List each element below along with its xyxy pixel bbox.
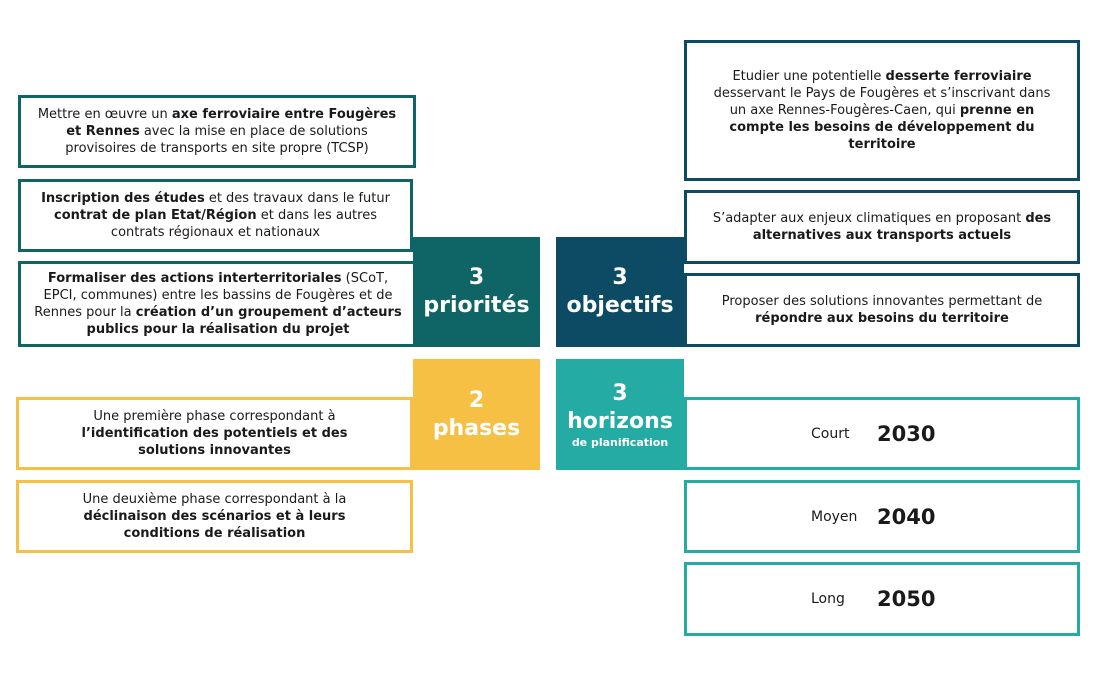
tile-horizons: 3 horizons de planification [556, 359, 684, 470]
tile-horizons-number: 3 [612, 381, 628, 406]
horizon-label: Court [811, 425, 850, 442]
horizon-year: 2050 [877, 587, 936, 611]
tile-phases: 2 phases [413, 359, 540, 470]
horizon-year: 2040 [877, 504, 936, 529]
objectif-text-2: S’adapter aux enjeux climatiques en prop… [712, 211, 1052, 243]
tile-priorites: 3 priorités [413, 237, 540, 347]
objectif-box-1: Etudier une potentielle desserte ferrovi… [684, 40, 1080, 181]
priorite-text-3: Formaliser des actions interterritoriale… [34, 271, 402, 337]
tile-phases-number: 2 [468, 387, 485, 413]
tile-horizons-label: horizons [567, 409, 673, 434]
horizon-label: Long [811, 591, 845, 607]
horizon-year: 2030 [877, 421, 936, 446]
phase-text-2: Une deuxième phase correspondant à la dé… [82, 492, 347, 541]
priorite-text-1: Mettre en œuvre un axe ferroviaire entre… [37, 107, 397, 156]
objectif-box-3: Proposer des solutions innovantes permet… [684, 273, 1080, 347]
priorite-box-1: Mettre en œuvre un axe ferroviaire entre… [18, 95, 416, 168]
tile-priorites-number: 3 [468, 265, 485, 290]
horizon-label: Moyen [811, 508, 858, 525]
tile-horizons-sublabel: de planification [571, 436, 669, 449]
tile-objectifs-label: objectifs [566, 293, 674, 318]
objectif-text-3: Proposer des solutions innovantes permet… [721, 294, 1043, 326]
tile-objectifs-number: 3 [612, 265, 628, 290]
priorite-box-3: Formaliser des actions interterritoriale… [18, 261, 418, 347]
tile-objectifs: 3 objectifs [556, 237, 684, 347]
phase-box-1: Une première phase correspondant à l’ide… [16, 397, 413, 470]
phase-text-1: Une première phase correspondant à l’ide… [81, 409, 348, 458]
objectif-text-1: Etudier une potentielle desserte ferrovi… [713, 69, 1051, 152]
tile-priorites-label: priorités [423, 293, 530, 318]
phase-box-2: Une deuxième phase correspondant à la dé… [16, 480, 413, 553]
tile-phases-label: phases [432, 415, 521, 441]
priorite-box-2: Inscription des études et des travaux da… [18, 179, 413, 252]
horizon-box-moyen: Moyen 2040 [684, 480, 1080, 553]
priorite-text-2: Inscription des études et des travaux da… [41, 191, 390, 240]
objectif-box-2: S’adapter aux enjeux climatiques en prop… [684, 190, 1080, 264]
horizon-box-long: Long 2050 [684, 562, 1080, 636]
horizon-box-court: Court 2030 [684, 397, 1080, 470]
